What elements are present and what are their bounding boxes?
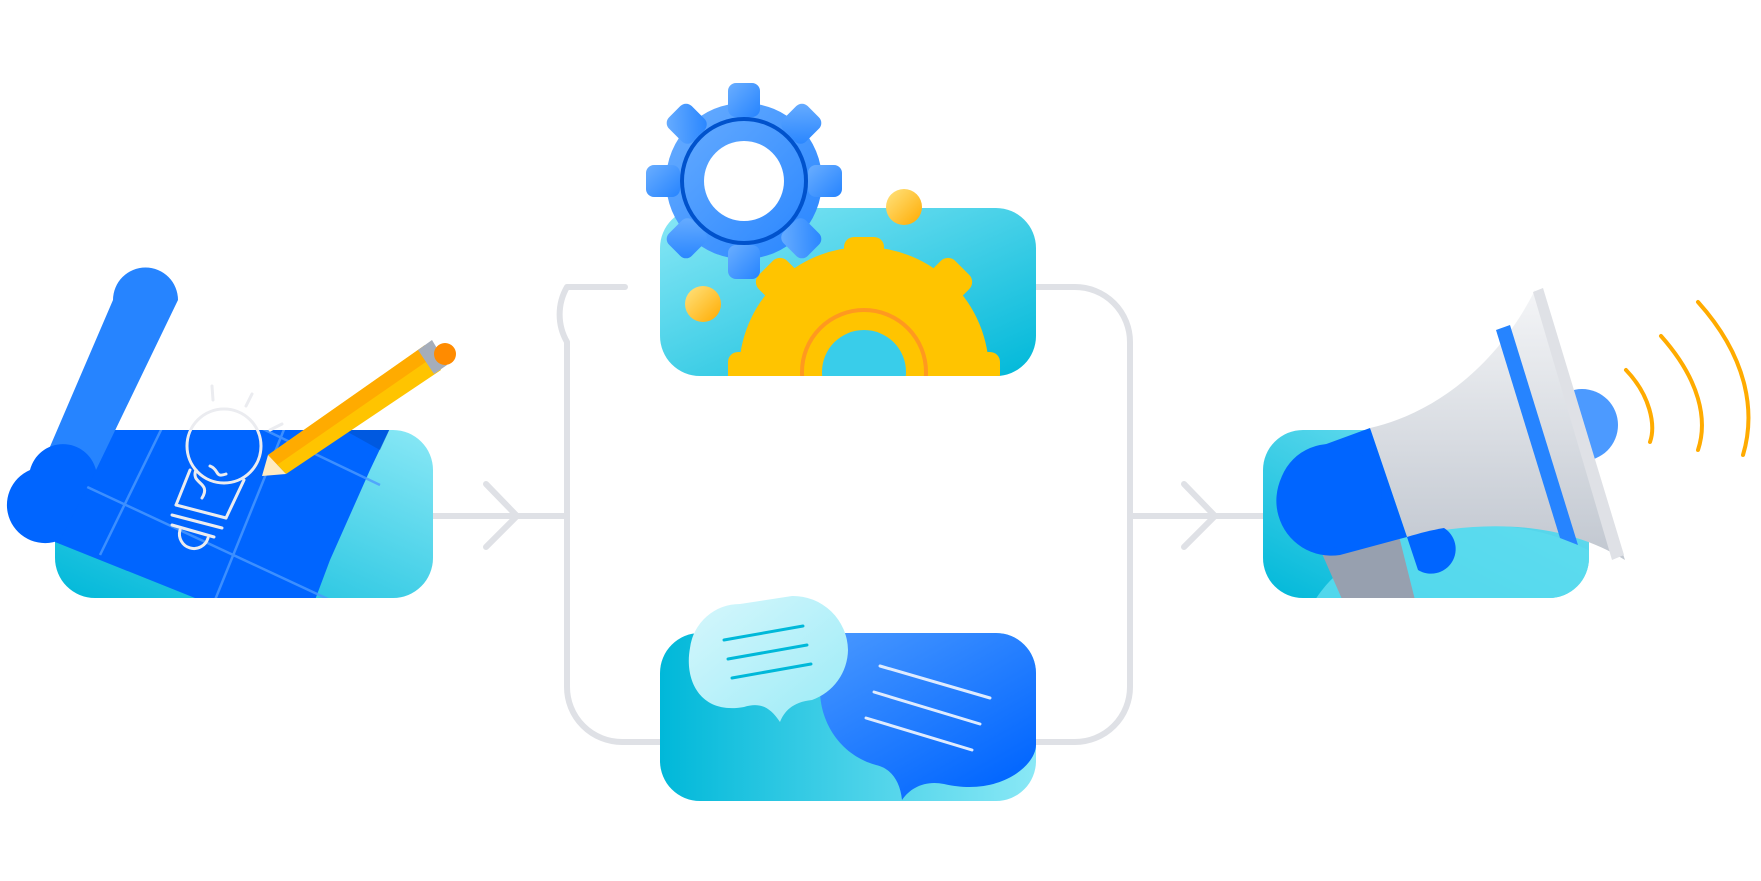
- connector-lines: [430, 284, 1268, 745]
- blue-chat-bubble: [800, 633, 1036, 800]
- arrow-chevron-left: [483, 481, 520, 550]
- yellow-gear-icon: [728, 237, 1000, 376]
- arrow-chevron-right: [1181, 481, 1218, 550]
- light-chat-bubble: [688, 595, 848, 722]
- lightbulb-icon: [170, 384, 284, 551]
- plan-node: [6, 267, 456, 598]
- blue-gear-icon: [646, 83, 842, 279]
- discuss-node: [660, 595, 1036, 801]
- build-node: [646, 83, 1036, 376]
- launch-node: [1263, 288, 1751, 598]
- megaphone-icon: [1276, 288, 1625, 574]
- sound-waves-icon: [1624, 300, 1751, 457]
- small-dot-right: [886, 189, 922, 225]
- blueprint-icon: [55, 430, 400, 598]
- small-dot-left: [685, 286, 721, 322]
- pencil-icon: [262, 340, 456, 476]
